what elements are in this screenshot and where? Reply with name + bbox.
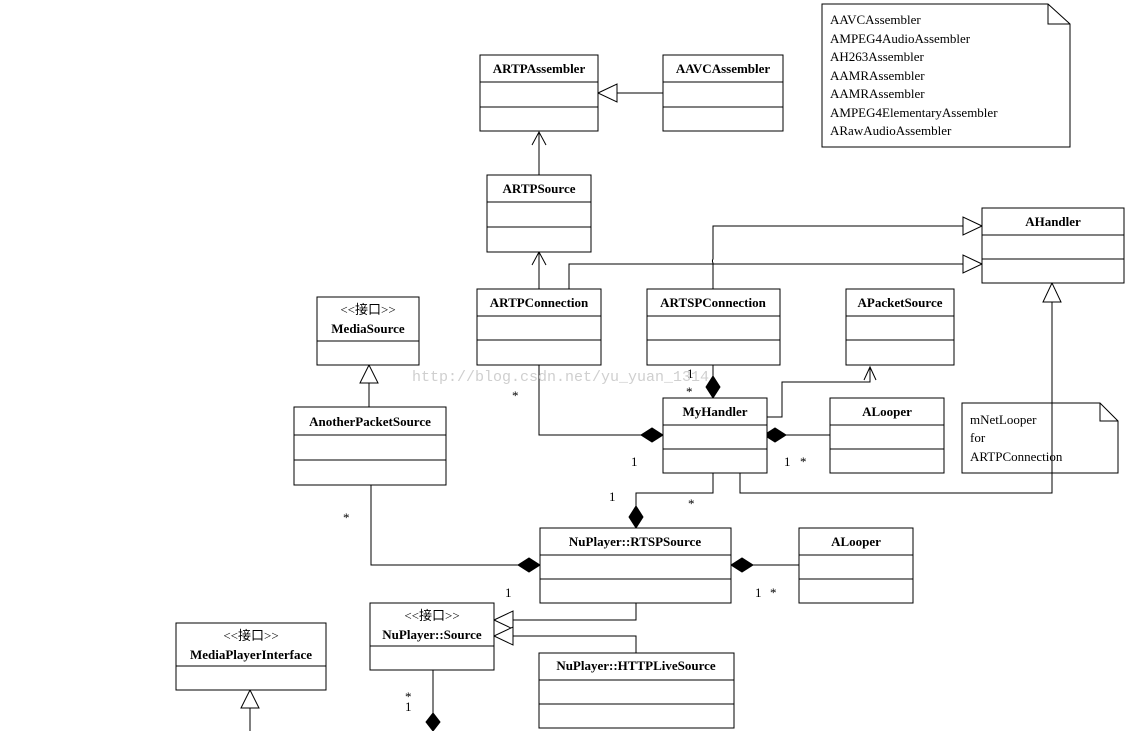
multiplicities: * 1 * 1 1 * 1 * * 1 1 * * 1 (343, 366, 807, 714)
inheritance-arrow (359, 363, 379, 384)
composition-diamond (730, 557, 754, 573)
inheritance-arrow (1042, 281, 1062, 303)
class-name: ALooper (831, 534, 881, 549)
inherit-line (711, 225, 963, 289)
stereotype-label: <<接口>> (340, 302, 395, 317)
composition-line (635, 473, 714, 506)
dependency-line (767, 367, 871, 418)
class-name: MyHandler (683, 404, 748, 419)
multiplicity-label: * (512, 388, 519, 403)
class-nuplayer-http-live-source: NuPlayer::HTTPLiveSource (538, 652, 735, 729)
class-nuplayer-rtsp-source: NuPlayer::RTSPSource (539, 527, 732, 604)
class-name: APacketSource (858, 295, 943, 310)
multiplicity-label: 1 (687, 366, 694, 381)
inheritance-arrow (240, 688, 260, 709)
note-line: ARawAudioAssembler (830, 123, 952, 138)
class-name: AAVCAssembler (676, 61, 771, 76)
class-name: MediaSource (331, 321, 405, 336)
inheritance-arrow (492, 610, 514, 630)
composition-diamond (640, 427, 664, 443)
class-alooper-2: ALooper (798, 527, 914, 604)
note-line: mNetLooper (970, 412, 1037, 427)
multiplicity-label: * (405, 689, 412, 704)
note-line: AAVCAssembler (830, 12, 921, 27)
note-line: for (970, 430, 986, 445)
note-line: AH263Assembler (830, 49, 925, 64)
class-my-handler: MyHandler (662, 397, 768, 474)
note-line: AMPEG4ElementaryAssembler (830, 105, 998, 120)
dependency-arrow (863, 365, 877, 381)
class-name: NuPlayer::Source (382, 627, 482, 642)
composition-diamond (517, 557, 541, 573)
class-media-player-interface: <<接口>> MediaPlayerInterface (175, 622, 327, 691)
composition-line (538, 365, 641, 436)
class-artp-connection: ARTPConnection (476, 288, 602, 366)
inheritance-arrow (962, 216, 984, 236)
class-artp-source: ARTPSource (486, 174, 592, 253)
multiplicity-label: 1 (405, 699, 412, 714)
inheritance-arrow (492, 626, 514, 646)
class-ahandler: AHandler (981, 207, 1125, 284)
inherit-line (513, 603, 637, 621)
multiplicity-label: 1 (784, 454, 791, 469)
note-net-looper: mNetLooper for ARTPConnection (961, 402, 1119, 474)
class-artsp-connection: ARTSPConnection (646, 288, 781, 366)
note-line: AAMRAssembler (830, 68, 925, 83)
class-name: ARTPAssembler (493, 61, 586, 76)
class-apacket-source: APacketSource (845, 288, 955, 366)
class-name: ARTSPConnection (660, 295, 766, 310)
inherit-line (739, 302, 1053, 494)
stereotype-label: <<接口>> (404, 608, 459, 623)
multiplicity-label: * (800, 454, 807, 469)
inherit-line (513, 635, 637, 653)
class-name: AnotherPacketSource (309, 414, 431, 429)
inheritance-arrow (596, 83, 618, 103)
multiplicity-label: * (686, 384, 693, 399)
multiplicity-label: 1 (505, 585, 512, 600)
multiplicity-label: * (688, 496, 695, 511)
arrowheads (240, 83, 1062, 731)
multiplicity-label: * (770, 585, 777, 600)
class-name: NuPlayer::RTSPSource (569, 534, 701, 549)
class-name: NuPlayer::HTTPLiveSource (556, 658, 716, 673)
class-aavc-assembler: AAVCAssembler (662, 54, 784, 132)
note-line: AMPEG4AudioAssembler (830, 31, 971, 46)
class-name: MediaPlayerInterface (190, 647, 312, 662)
class-name: ARTPSource (503, 181, 576, 196)
class-name: ARTPConnection (490, 295, 589, 310)
composition-line (370, 485, 518, 566)
relations (249, 92, 1053, 731)
composition-diamond (763, 427, 787, 443)
class-nuplayer-source: <<接口>> NuPlayer::Source (369, 602, 495, 671)
class-media-source: <<接口>> MediaSource (316, 296, 420, 366)
composition-diamond (425, 712, 441, 731)
stereotype-label: <<接口>> (223, 628, 278, 643)
class-alooper-1: ALooper (829, 397, 945, 474)
class-name: AHandler (1025, 214, 1081, 229)
inherit-line (568, 263, 963, 289)
multiplicity-label: 1 (755, 585, 762, 600)
class-artp-assembler: ARTPAssembler (479, 54, 599, 132)
multiplicity-label: * (343, 510, 350, 525)
dependency-arrow (531, 130, 547, 146)
class-another-packet-source: AnotherPacketSource (293, 406, 447, 486)
note-line: AAMRAssembler (830, 86, 925, 101)
multiplicity-label: 1 (609, 489, 616, 504)
watermark: http://blog.csdn.net/yu_yuan_1314 (412, 369, 709, 386)
composition-diamond (628, 505, 644, 529)
note-line: ARTPConnection (970, 449, 1063, 464)
note-assemblers: AAVCAssembler AMPEG4AudioAssembler AH263… (821, 3, 1071, 148)
inheritance-arrow (962, 254, 984, 274)
multiplicity-label: 1 (631, 454, 638, 469)
class-name: ALooper (862, 404, 912, 419)
